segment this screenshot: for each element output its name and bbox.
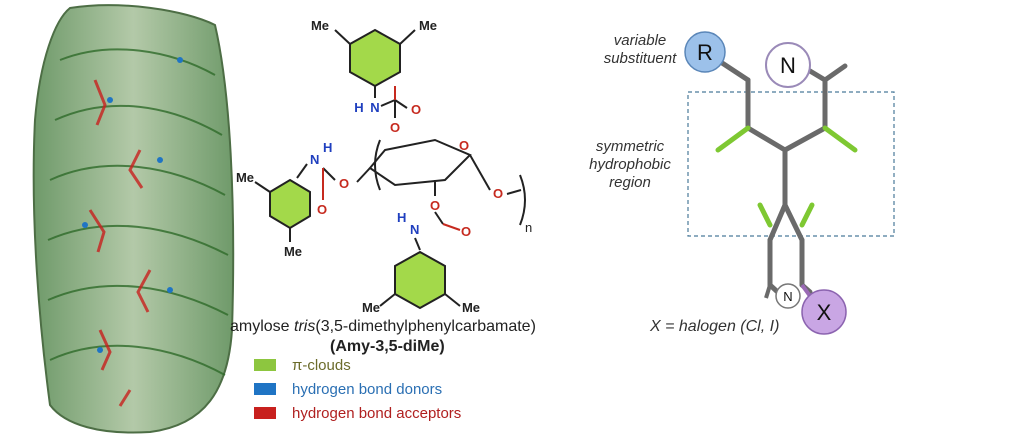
pyrazole-nitrogen-circle <box>775 283 801 309</box>
legend-swatch-acceptors <box>254 407 276 419</box>
annotation-region-line2: hydrophobic <box>589 156 671 173</box>
legend-item-pi: π-clouds <box>254 356 351 374</box>
oxygen-label-ester-top: O <box>390 120 400 135</box>
amylose-helix-model <box>32 4 235 434</box>
annotation-variable-line1: variable <box>613 32 667 49</box>
legend-label-pi: π-clouds <box>292 356 351 374</box>
ring-nitrogen-circle <box>765 42 811 88</box>
hydrogen-label-left: H <box>323 140 332 155</box>
annotation-variable-line2: substituent <box>603 50 677 67</box>
oxygen-label-ring: O <box>459 138 469 153</box>
polymer-name-caption: amylose tris(3,5-dimethylphenylcarbamate… <box>230 318 536 336</box>
legend-label-donors: hydrogen bond donors <box>292 380 443 398</box>
legend-item-acceptors: hydrogen bond acceptors <box>254 404 461 422</box>
caption-suffix: (3,5-dimethylphenylcarbamate) <box>315 318 536 335</box>
phenyl-ring-top <box>349 28 401 88</box>
caption-italic: tris <box>294 318 316 335</box>
legend-swatch-donors <box>254 383 276 395</box>
halogen-footnote: X = halogen (Cl, I) <box>650 318 780 335</box>
oxygen-label-carbonyl-left: O <box>317 202 327 217</box>
glucose-ring <box>368 138 472 187</box>
hydrogen-label-bottom: H <box>397 210 406 225</box>
methyl-label-bottom-right: Me <box>462 300 480 315</box>
halogen-x-circle <box>801 289 847 335</box>
nitrogen-label-left: N <box>310 152 319 167</box>
oxygen-label-ester-left: O <box>339 176 349 191</box>
n2-label: N <box>783 289 792 304</box>
phenyl-ring-bottom <box>394 250 446 310</box>
annotation-hydrophobic-region: symmetric hydrophobic region <box>580 138 680 192</box>
legend-item-donors: hydrogen bond donors <box>254 380 442 398</box>
oxygen-label-carbonyl-bottom: O <box>461 224 471 239</box>
r-label: R <box>697 40 713 65</box>
repeat-label: n <box>525 220 532 235</box>
amylose-tris-structure: Me Me N H O O O O n O O H N Me Me O O H … <box>236 18 532 315</box>
methyl-label-top-right: Me <box>419 18 437 33</box>
methyl-label-top-left: Me <box>311 18 329 33</box>
oxygen-label-carbonyl-top: O <box>411 102 421 117</box>
caption-prefix: amylose <box>230 318 295 335</box>
annotation-region-line1: symmetric <box>595 138 665 155</box>
r-substituent-circle <box>684 31 726 73</box>
methyl-label-left-top: Me <box>236 170 254 185</box>
methyl-label-bottom-left: Me <box>362 300 380 315</box>
n-label: N <box>780 53 796 78</box>
pyridine-analyte-model: R N N X <box>684 31 895 335</box>
abbreviation-text: Amy-3,5-diMe <box>335 338 440 355</box>
annotation-region-line3: region <box>609 174 651 191</box>
legend-swatch-pi <box>254 359 276 371</box>
oxygen-label-ester-bottom: O <box>430 198 440 213</box>
nitrogen-label-top: N <box>370 100 379 115</box>
legend-label-acceptors: hydrogen bond acceptors <box>292 404 462 422</box>
polymer-abbreviation: (Amy-3,5-diMe) <box>330 338 445 355</box>
hydrogen-label-top: H <box>354 100 363 115</box>
x-label: X <box>817 300 832 325</box>
annotation-variable-substituent: variable substituent <box>590 32 690 68</box>
oxygen-label-glycosidic: O <box>493 186 503 201</box>
nitrogen-label-bottom: N <box>410 222 419 237</box>
phenyl-ring-left <box>269 178 311 230</box>
methyl-label-left-bottom: Me <box>284 244 302 259</box>
